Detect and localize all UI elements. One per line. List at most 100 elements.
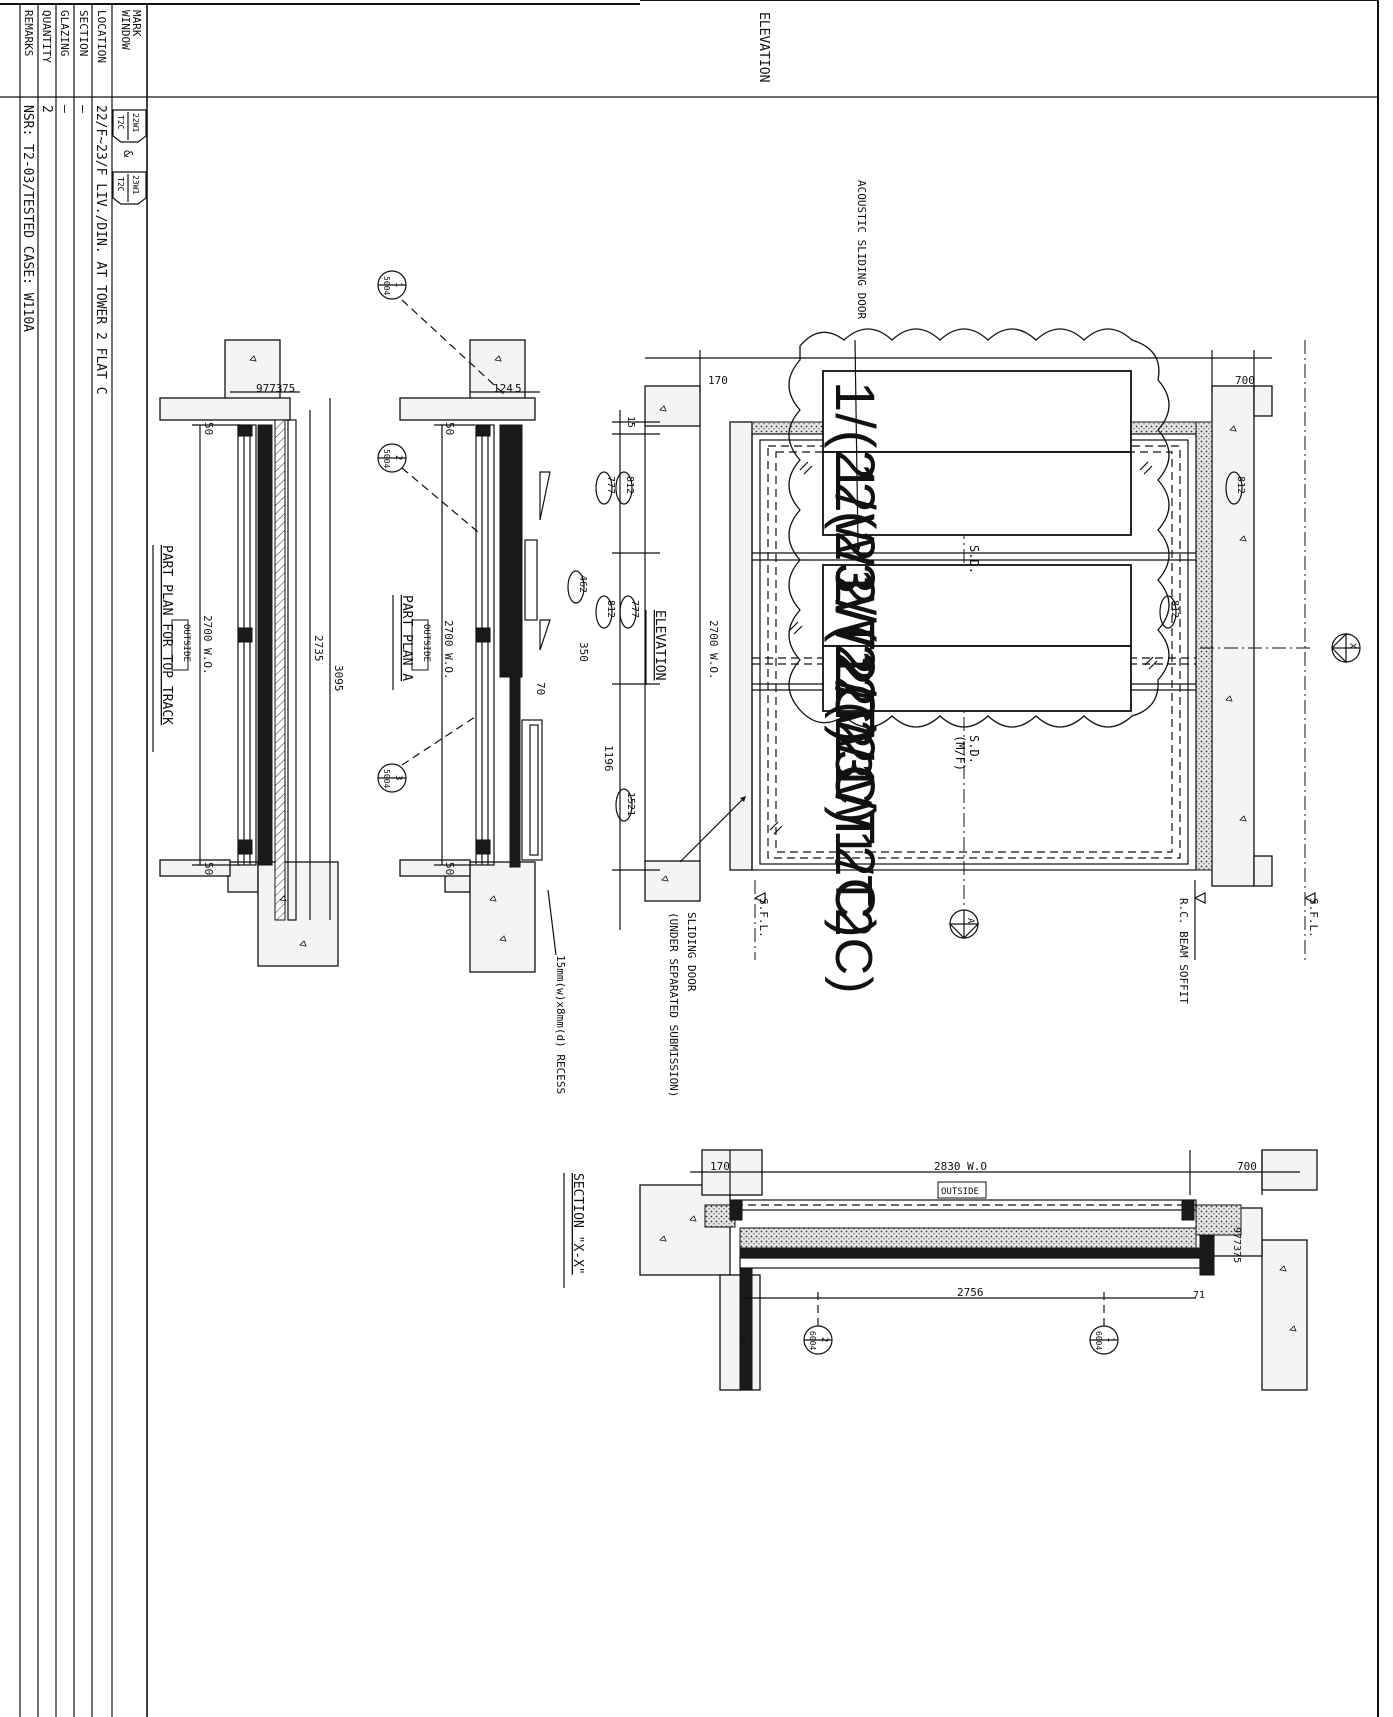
- svg-text:1: 1: [1105, 1337, 1115, 1342]
- window-mark-tag-22w1: 22W1 T2C: [112, 109, 147, 143]
- mark1-top: 22W1: [131, 113, 140, 132]
- dim-2700-wo: 2700 W.O.: [707, 620, 720, 680]
- sfl-label-right: S.F.L.: [1307, 898, 1320, 938]
- svg-text:5004: 5004: [382, 769, 391, 788]
- glass-ticks: [769, 461, 1158, 835]
- header-remarks: REMARKS: [22, 10, 35, 56]
- callout-1-6004: 1 6004: [1089, 1325, 1119, 1355]
- window-mark-connector: &: [121, 150, 135, 158]
- mark1-bottom: T2C: [116, 115, 125, 130]
- dim-812-mid: 812: [1169, 600, 1180, 618]
- mf-label: (M/F): [953, 735, 967, 771]
- svg-text:2: 2: [393, 455, 403, 460]
- section-marker-x: X: [1331, 632, 1361, 664]
- dim-3095: 3095: [332, 665, 345, 692]
- dim-170-xx: 170: [710, 1160, 730, 1173]
- section-marker-a-label: A: [965, 918, 975, 924]
- plan-top-wo: 2700 W.O.: [201, 615, 214, 675]
- dim-97-73: 9773: [256, 382, 283, 395]
- section-marker-a: A: [948, 909, 980, 939]
- rc-beam-soffit-label: R.C. BEAM SOFFIT: [1177, 898, 1190, 1004]
- under-separated-submission: (UNDER SEPARATED SUBMISSION): [667, 912, 680, 1097]
- mark2-top: 23W1: [131, 175, 140, 194]
- dim-777-a: 777: [605, 476, 616, 494]
- dim-124: 124: [493, 382, 513, 395]
- part-plan-a: 124 5 50 50 2700 W.O. OUTSIDE PART PLAN …: [377, 270, 567, 1094]
- revision-cloud: [788, 328, 1170, 728]
- dim-2735: 2735: [312, 635, 325, 662]
- acoustic-sliding-door-label: ACOUSTIC SLIDING DOOR: [855, 180, 868, 319]
- header-section: SECTION: [77, 10, 90, 56]
- dim-71: 71: [1193, 1290, 1205, 1301]
- remarks-value: NSR: T2-03/TESTED CASE: W110A: [20, 105, 35, 332]
- dim-2756: 2756: [957, 1286, 984, 1299]
- tag-2-23w1: 2/(23W1/T2C): [824, 656, 882, 995]
- dim-170: 170: [708, 374, 728, 387]
- dim-812-b: 812: [605, 600, 616, 618]
- dim-5: 5: [515, 382, 522, 395]
- plan-a-outside: OUTSIDE: [421, 624, 431, 662]
- sliding-door-label: SLIDING DOOR: [685, 912, 698, 992]
- plan-top-title: PART PLAN FOR TOP TRACK: [159, 545, 174, 725]
- header-window-mark-1: WINDOW: [119, 10, 132, 50]
- dim-97-73-75: 977375: [1231, 1227, 1242, 1263]
- tag-1-22w1: 1/(22W1/T2C): [824, 381, 887, 745]
- callout-1-5004: 1 5004: [377, 270, 407, 300]
- dim-812-right: 812: [1235, 476, 1246, 494]
- dim-50-a: 50: [443, 422, 456, 435]
- section-xx-outside: OUTSIDE: [941, 1187, 979, 1197]
- elevation-drawing: 1/(22W1/T2C) 1/(23W1/T2C) 2/(22W1/T2C) 2…: [534, 180, 1361, 1097]
- plan-a-title: PART PLAN A: [399, 595, 414, 681]
- svg-text:2: 2: [819, 1337, 829, 1342]
- dim-15: 15: [625, 416, 636, 428]
- plan-top-outside: OUTSIDE: [181, 624, 191, 662]
- section-value: –: [75, 105, 90, 113]
- svg-text:6004: 6004: [808, 1331, 817, 1350]
- header-location: LOCATION: [95, 10, 108, 63]
- elevation-header: ELEVATION: [756, 12, 771, 82]
- part-plan-top-track: 9773 75 50 50 2700 W.O. 2735 3095 OUTSID…: [152, 339, 345, 967]
- dim-50-top-b: 50: [202, 862, 215, 875]
- dim-700-xx: 700: [1237, 1160, 1257, 1173]
- callout-2-5004: 2 5004: [377, 443, 407, 473]
- svg-text:5004: 5004: [382, 276, 391, 295]
- svg-text:3: 3: [393, 775, 403, 780]
- dim-75: 75: [282, 382, 295, 395]
- recess-label: 15mm(w)x8mm(d) RECESS: [554, 955, 567, 1094]
- callout-3-5004: 3 5004: [377, 763, 407, 793]
- sfl-label-left: S.F.L.: [757, 898, 770, 938]
- schedule-table: WINDOW MARK LOCATION SECTION GLAZING QUA…: [19, 4, 147, 1717]
- dim-50-top-a: 50: [202, 422, 215, 435]
- sd-label-2: S.D.: [967, 735, 981, 764]
- dim-1196: 1196: [602, 745, 615, 772]
- mark2-bottom: T2C: [116, 177, 125, 192]
- dim-70: 70: [534, 682, 547, 695]
- tag-1-23w1: 1/(23W1/T2C): [824, 462, 887, 826]
- section-xx-title: SECTION "X-X": [570, 1173, 585, 1275]
- location-value: 22/F~23/F LIV./DIN. AT TOWER 2 FLAT C: [93, 105, 108, 395]
- dim-777-b: 777: [629, 600, 640, 618]
- dim-50-b: 50: [443, 862, 456, 875]
- tag-2-22w1: 2/(22W1/T2C): [824, 575, 887, 939]
- svg-text:6004: 6004: [1094, 1331, 1103, 1350]
- dim-350: 350: [577, 642, 590, 662]
- header-window-mark-2: MARK: [130, 10, 143, 37]
- elevation-title: ELEVATION: [652, 610, 667, 680]
- window-mark-tag-23w1: 23W1 T2C: [112, 171, 147, 205]
- header-quantity: QUANTITY: [40, 10, 53, 63]
- section-xx: 170 2830 W.O 700 OUTSIDE 2756 977375 71 …: [249, 355, 1318, 1391]
- header-glazing: GLAZING: [58, 10, 71, 56]
- dim-812-a: 812: [624, 476, 635, 494]
- sd-label: S.D.: [967, 545, 981, 574]
- dim-462: 462: [577, 575, 588, 593]
- callout-2-6004: 2 6004: [803, 1325, 833, 1355]
- plan-a-wo: 2700 W.O.: [442, 620, 455, 680]
- glazing-value: –: [57, 105, 72, 113]
- quantity-value: 2: [39, 105, 54, 113]
- dim-700-top: 700: [1235, 374, 1255, 387]
- dim-1521: 1521: [625, 792, 636, 816]
- svg-text:5004: 5004: [382, 449, 391, 468]
- section-marker-x-label: X: [1347, 643, 1357, 649]
